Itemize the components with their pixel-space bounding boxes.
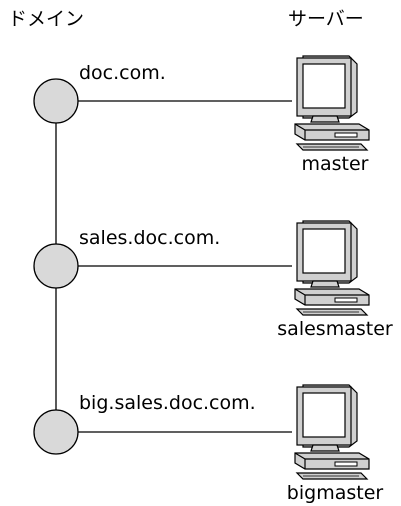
server-label-bigmaster: bigmaster [286,482,384,504]
domain-node-big [33,409,79,455]
domain-label-big: big.sales.doc.com. [79,392,256,414]
server-label-salesmaster: salesmaster [277,318,393,340]
server-label-master: master [301,153,369,175]
computer-icon [294,55,370,151]
server-column-header: サーバー [288,8,364,30]
computer-icon [294,384,370,480]
domain-node-sales [33,243,79,289]
domain-column-header: ドメイン [8,8,85,30]
computer-icon [294,220,370,316]
domain-node-doc [33,78,79,124]
domain-label-doc: doc.com. [79,62,166,84]
domain-label-sales: sales.doc.com. [79,227,221,249]
